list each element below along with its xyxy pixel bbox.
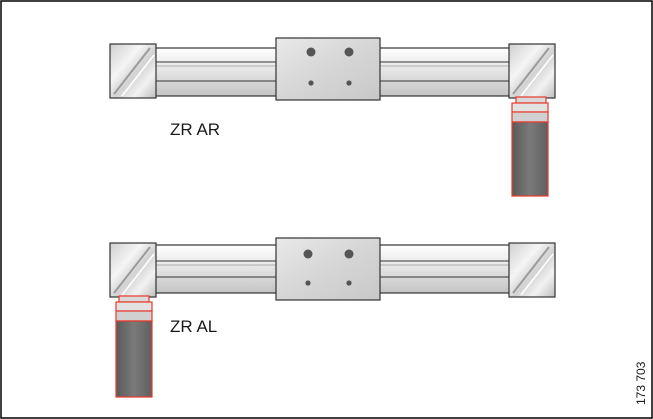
assembly-zr-ar: ZR AR — [109, 37, 556, 197]
assembly-label: ZR AR — [170, 120, 220, 139]
motor-left — [115, 295, 153, 398]
mounting-hole — [306, 47, 316, 57]
mounting-hole — [346, 280, 352, 286]
mounting-hole — [344, 249, 354, 259]
mounting-hole — [303, 249, 313, 259]
carriage — [275, 237, 381, 301]
end-block-left — [109, 242, 157, 298]
carriage — [275, 37, 381, 101]
assembly-zr-al: ZR AL — [109, 237, 556, 398]
motor-right — [511, 96, 549, 197]
end-block-right — [508, 242, 556, 298]
figure-id: 173 703 — [634, 361, 648, 405]
mounting-hole — [308, 80, 314, 86]
assembly-label: ZR AL — [170, 317, 217, 336]
end-block-right — [508, 43, 556, 99]
mounting-hole — [344, 47, 354, 57]
mounting-hole — [346, 80, 352, 86]
end-block-left — [109, 43, 157, 99]
mounting-hole — [305, 280, 311, 286]
